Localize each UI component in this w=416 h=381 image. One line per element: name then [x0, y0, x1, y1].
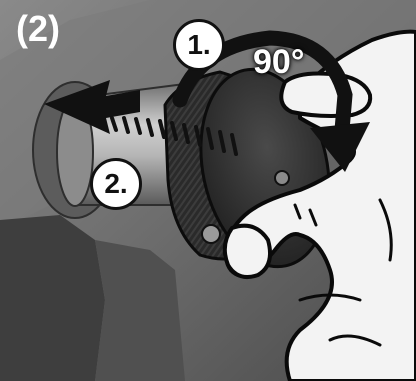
rotation-angle-label: 90° — [253, 45, 304, 79]
knob-screw — [275, 171, 289, 185]
figure-label: (2) — [16, 11, 60, 47]
housing-lower — [0, 215, 105, 381]
thumb — [225, 226, 270, 277]
step-two-badge: 2. — [90, 158, 142, 210]
knob-lower-screw — [202, 225, 220, 243]
step-one-badge: 1. — [173, 19, 225, 71]
